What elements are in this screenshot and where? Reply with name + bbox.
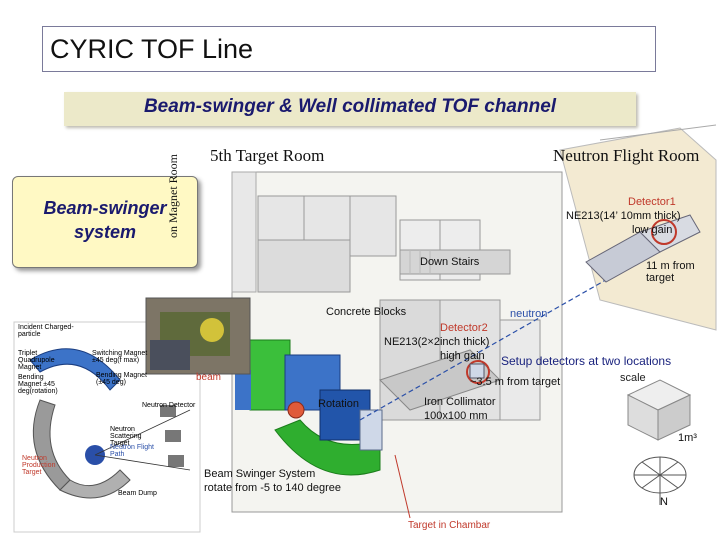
inset-production-label: Neutron Production Target: [22, 455, 56, 476]
facility-photo: [145, 297, 251, 375]
fifth-target-room-label: 5th Target Room: [210, 146, 325, 165]
detector1-distance: 11 m from target: [646, 260, 695, 284]
detector2-spec: NE213(2×2inch thick): [384, 336, 490, 348]
scale-label: scale: [620, 372, 646, 384]
iron-collimator-label: Iron Collimator: [424, 396, 496, 408]
north-compass: [633, 456, 687, 505]
beam-swinger-magnet: [235, 339, 383, 476]
detector2-distance: ~3.5 m from target: [470, 376, 561, 388]
neutron-label: neutron: [510, 308, 548, 320]
detector2-gain: high gain: [440, 350, 485, 362]
down-stairs: [399, 249, 511, 275]
page-title: CYRIC TOF Line: [50, 34, 254, 64]
inset-switching-label: Switching Magnet ±45 deg(f max): [92, 350, 148, 364]
rotate-range-label: rotate from -5 to 140 degree: [204, 482, 341, 494]
inset-scattering-label: Neutron Scattering Target: [110, 426, 142, 447]
detector2-marker: [466, 360, 490, 384]
title-frame: [42, 26, 656, 72]
setup-note: Setup detectors at two locations: [501, 354, 672, 368]
iron-collimator-size: 100x100 mm: [424, 410, 488, 422]
subtitle: Beam-swinger & Well collimated TOF chann…: [143, 96, 557, 117]
neutron-flight-room-floor: [559, 127, 717, 331]
beam-swinger-callout: [12, 176, 198, 268]
detector1-housing: [585, 214, 701, 283]
target-in-chamber-label: Target in Chambar: [408, 520, 491, 531]
inset-incident-label: Incident Charged-particle: [18, 324, 74, 338]
beam-swinger-schematic: [13, 321, 201, 533]
detector1-gain: low gain: [632, 224, 673, 236]
beam-swinger-callout-text: Beam-swinger system: [12, 196, 198, 244]
detector2-label: Detector2: [440, 322, 488, 334]
scale-cube: [626, 379, 692, 441]
callout-line2: system: [73, 222, 137, 242]
rotation-label: Rotation: [318, 398, 359, 410]
inset-triplet-label: Triplet Quadrupole Magnet: [18, 350, 55, 371]
scale-unit: 1m³: [678, 432, 697, 444]
down-stairs-label: Down Stairs: [420, 256, 480, 268]
magnet-room-label: on Magnet Room: [166, 154, 180, 238]
neutron-flight-room-label: Neutron Flight Room: [553, 146, 700, 165]
beam-swinger-system-label: Beam Swinger System: [204, 468, 316, 480]
inset-bending-label: Bending Magnet (±45 deg): [96, 372, 147, 386]
north-label: N: [660, 496, 668, 508]
concrete-blocks-label: Concrete Blocks: [326, 306, 407, 318]
inset-beam-dump-label: Beam Dump: [118, 490, 157, 497]
detector1-spec: NE213(14’ 10mm thick): [566, 210, 681, 222]
subtitle-banner: [64, 92, 636, 126]
beam-label: beam: [196, 372, 222, 383]
inset-neutron-flight-label: Neutron Flight Path: [110, 444, 154, 458]
detector1-label: Detector1: [628, 196, 676, 208]
callout-line1: Beam-swinger: [43, 198, 167, 218]
inset-neutron-detector-label: Neutron Detector: [142, 402, 196, 409]
inset-bending-label-2: Bending Magnet ±45 deg(rotation): [18, 374, 58, 395]
